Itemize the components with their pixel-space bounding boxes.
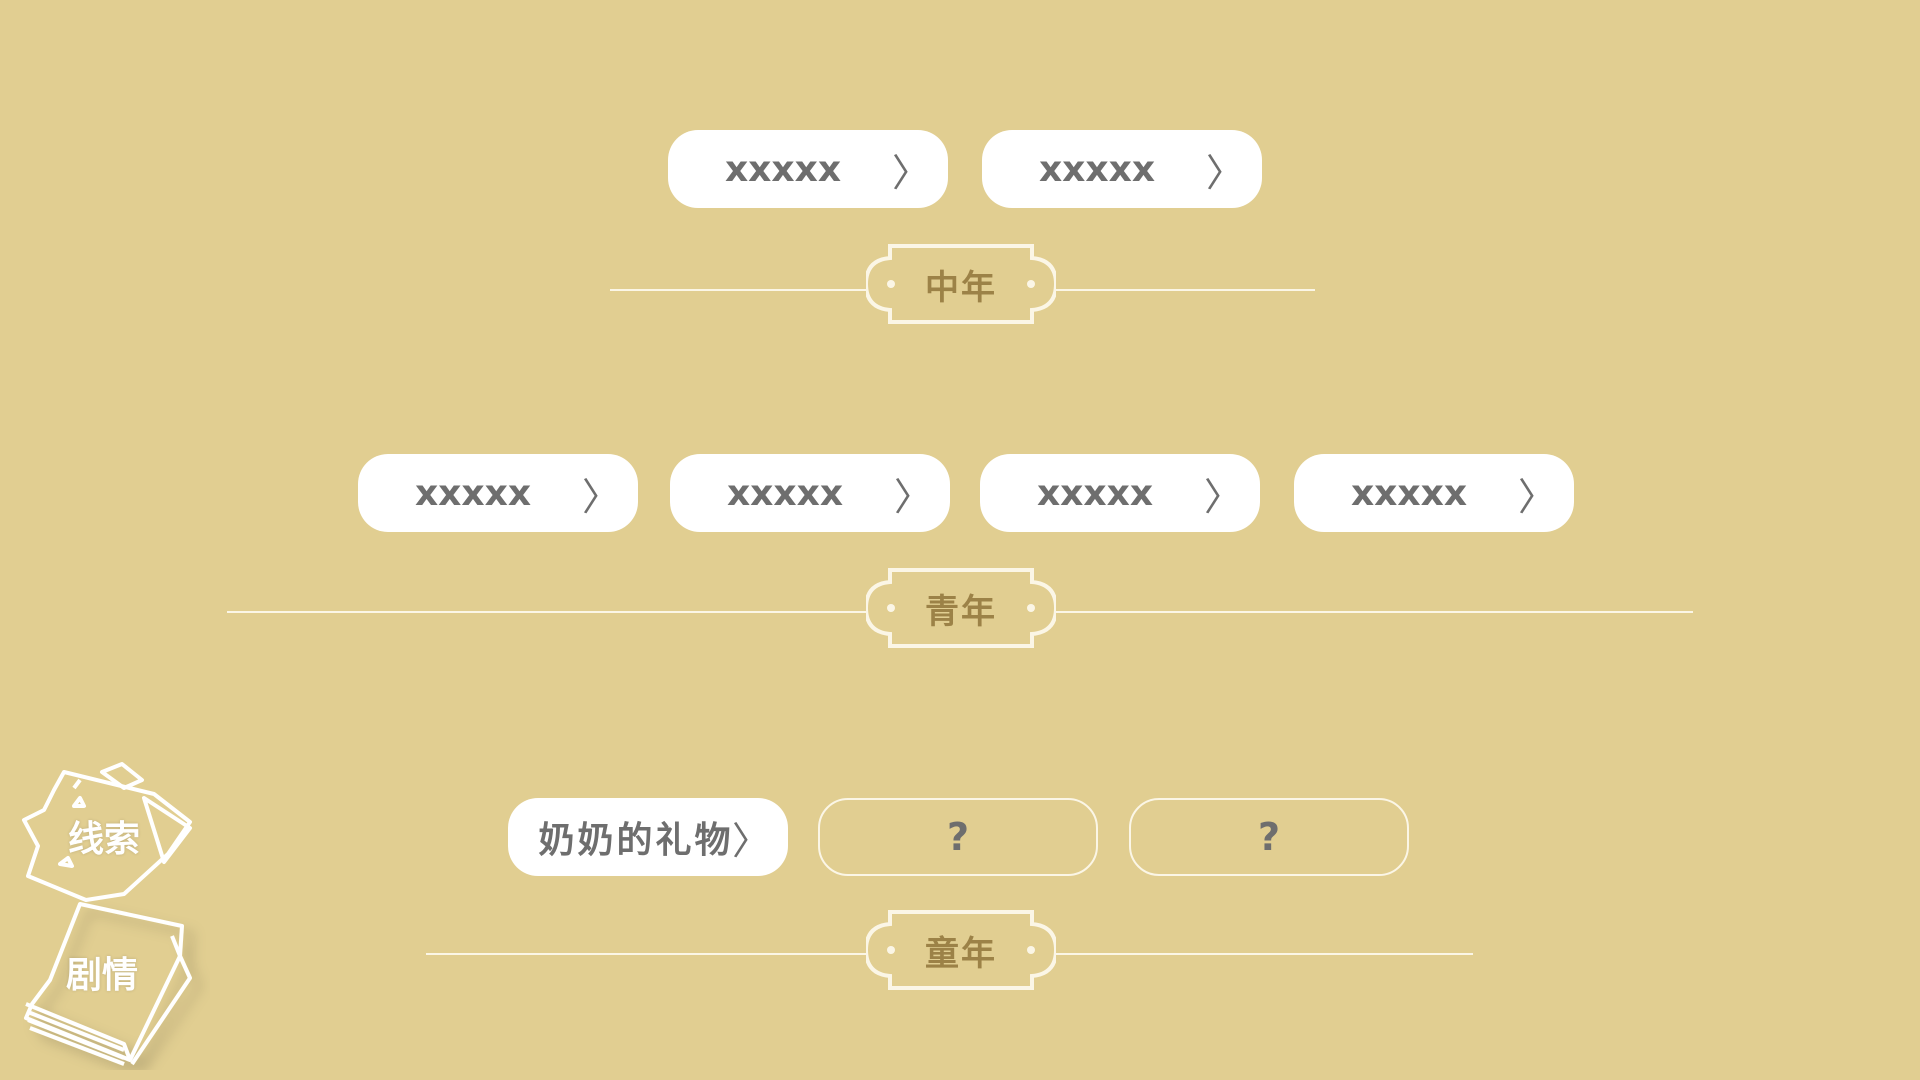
locked-question-mark: ? — [946, 815, 970, 859]
book-icon — [24, 902, 192, 1066]
event-label: xxxxx — [726, 472, 844, 514]
event-label: xxxxx — [414, 472, 532, 514]
era-label: 青年 — [925, 591, 997, 632]
clues-button[interactable]: 线索 — [14, 758, 204, 908]
chevron-right-icon: 〉 — [1517, 474, 1556, 519]
chevron-right-icon: 〉 — [1203, 474, 1242, 519]
locked-question-mark: ? — [1257, 815, 1281, 859]
plaque-frame-icon — [866, 244, 1056, 324]
story-button[interactable]: 剧情 — [20, 900, 210, 1070]
era-plaque-middle-age: 中年 — [866, 244, 1056, 324]
era-divider-line-left — [426, 953, 870, 955]
era-label: 中年 — [925, 267, 997, 308]
event-youth-2[interactable]: xxxxx 〉 — [670, 454, 950, 532]
event-youth-1[interactable]: xxxxx 〉 — [358, 454, 638, 532]
era-plaque-youth: 青年 — [866, 568, 1056, 648]
era-divider-line-right — [1052, 953, 1473, 955]
event-grandma-gift[interactable]: 奶奶的礼物 〉 — [508, 798, 788, 876]
era-label: 童年 — [925, 933, 997, 974]
chevron-right-icon: 〉 — [1205, 150, 1244, 195]
event-label: xxxxx — [1036, 472, 1154, 514]
era-plaque-childhood: 童年 — [866, 910, 1056, 990]
event-youth-3[interactable]: xxxxx 〉 — [980, 454, 1260, 532]
era-divider-line-right — [1052, 611, 1693, 613]
plaque-frame-icon — [866, 568, 1056, 648]
event-locked-1[interactable]: ? — [818, 798, 1098, 876]
event-label: xxxxx — [1350, 472, 1468, 514]
chevron-right-icon: 〉 — [731, 818, 770, 863]
era-divider-line-right — [1052, 289, 1315, 291]
event-middle-age-1[interactable]: xxxxx 〉 — [668, 130, 948, 208]
chevron-right-icon: 〉 — [581, 474, 620, 519]
event-youth-4[interactable]: xxxxx 〉 — [1294, 454, 1574, 532]
event-label: xxxxx — [724, 148, 842, 190]
scattered-paper-notes-icon — [22, 762, 192, 902]
story-label: 剧情 — [66, 955, 139, 996]
era-divider-line-left — [610, 289, 870, 291]
event-locked-2[interactable]: ? — [1129, 798, 1409, 876]
chevron-right-icon: 〉 — [891, 150, 930, 195]
event-middle-age-2[interactable]: xxxxx 〉 — [982, 130, 1262, 208]
chevron-right-icon: 〉 — [893, 474, 932, 519]
plaque-frame-icon — [866, 910, 1056, 990]
event-label: 奶奶的礼物 — [538, 820, 734, 861]
era-divider-line-left — [227, 611, 870, 613]
clues-label: 线索 — [68, 819, 141, 860]
event-label: xxxxx — [1038, 148, 1156, 190]
